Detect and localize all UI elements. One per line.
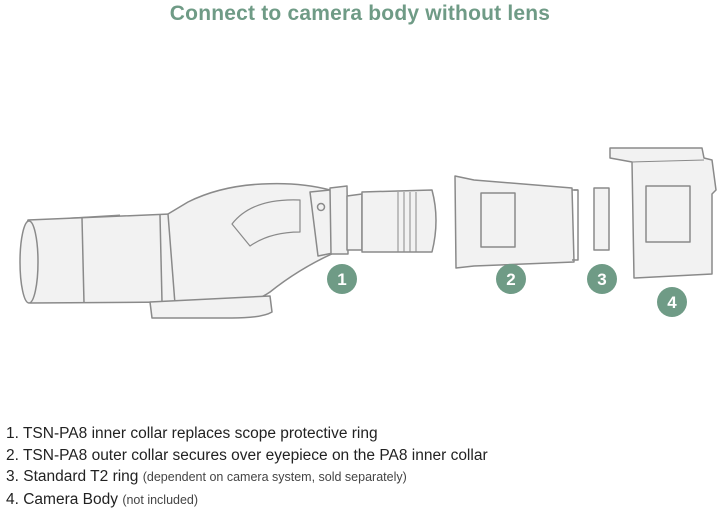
- legend-item-text: 2. TSN-PA8 outer collar secures over eye…: [6, 446, 488, 464]
- spotting-scope: [19, 182, 339, 319]
- legend-item-note: (dependent on camera system, sold separa…: [142, 470, 407, 484]
- diagram-title: Connect to camera body without lens: [169, 2, 551, 25]
- badge-3: 3: [587, 264, 617, 294]
- legend-item-text: 4. Camera Body: [6, 490, 118, 508]
- svg-text:4: 4: [667, 293, 677, 312]
- legend-item-text: 3. Standard T2 ring: [6, 468, 139, 485]
- legend-item-2: 2. TSN-PA8 outer collar secures over eye…: [6, 445, 716, 467]
- svg-text:3: 3: [597, 270, 606, 289]
- t2-ring: [593, 187, 610, 251]
- svg-text:1: 1: [337, 270, 346, 289]
- badge-1: 1: [327, 264, 357, 294]
- badge-2: 2: [496, 264, 526, 294]
- legend-item-3: 3. Standard T2 ring (dependent on camera…: [6, 466, 716, 489]
- badge-4: 4: [657, 287, 687, 317]
- legend-item-4: 4. Camera Body (not included): [6, 489, 716, 512]
- inner-collar: [329, 185, 437, 255]
- camera-body: [609, 147, 717, 279]
- legend-item-note: (not included): [122, 492, 199, 507]
- legend-item-1: 1. TSN-PA8 inner collar replaces scope p…: [6, 423, 716, 445]
- outer-collar: [454, 175, 579, 269]
- svg-text:2: 2: [506, 270, 515, 289]
- legend-item-text: 1. TSN-PA8 inner collar replaces scope p…: [6, 425, 378, 442]
- parts-legend: 1. TSN-PA8 inner collar replaces scope p…: [6, 423, 716, 511]
